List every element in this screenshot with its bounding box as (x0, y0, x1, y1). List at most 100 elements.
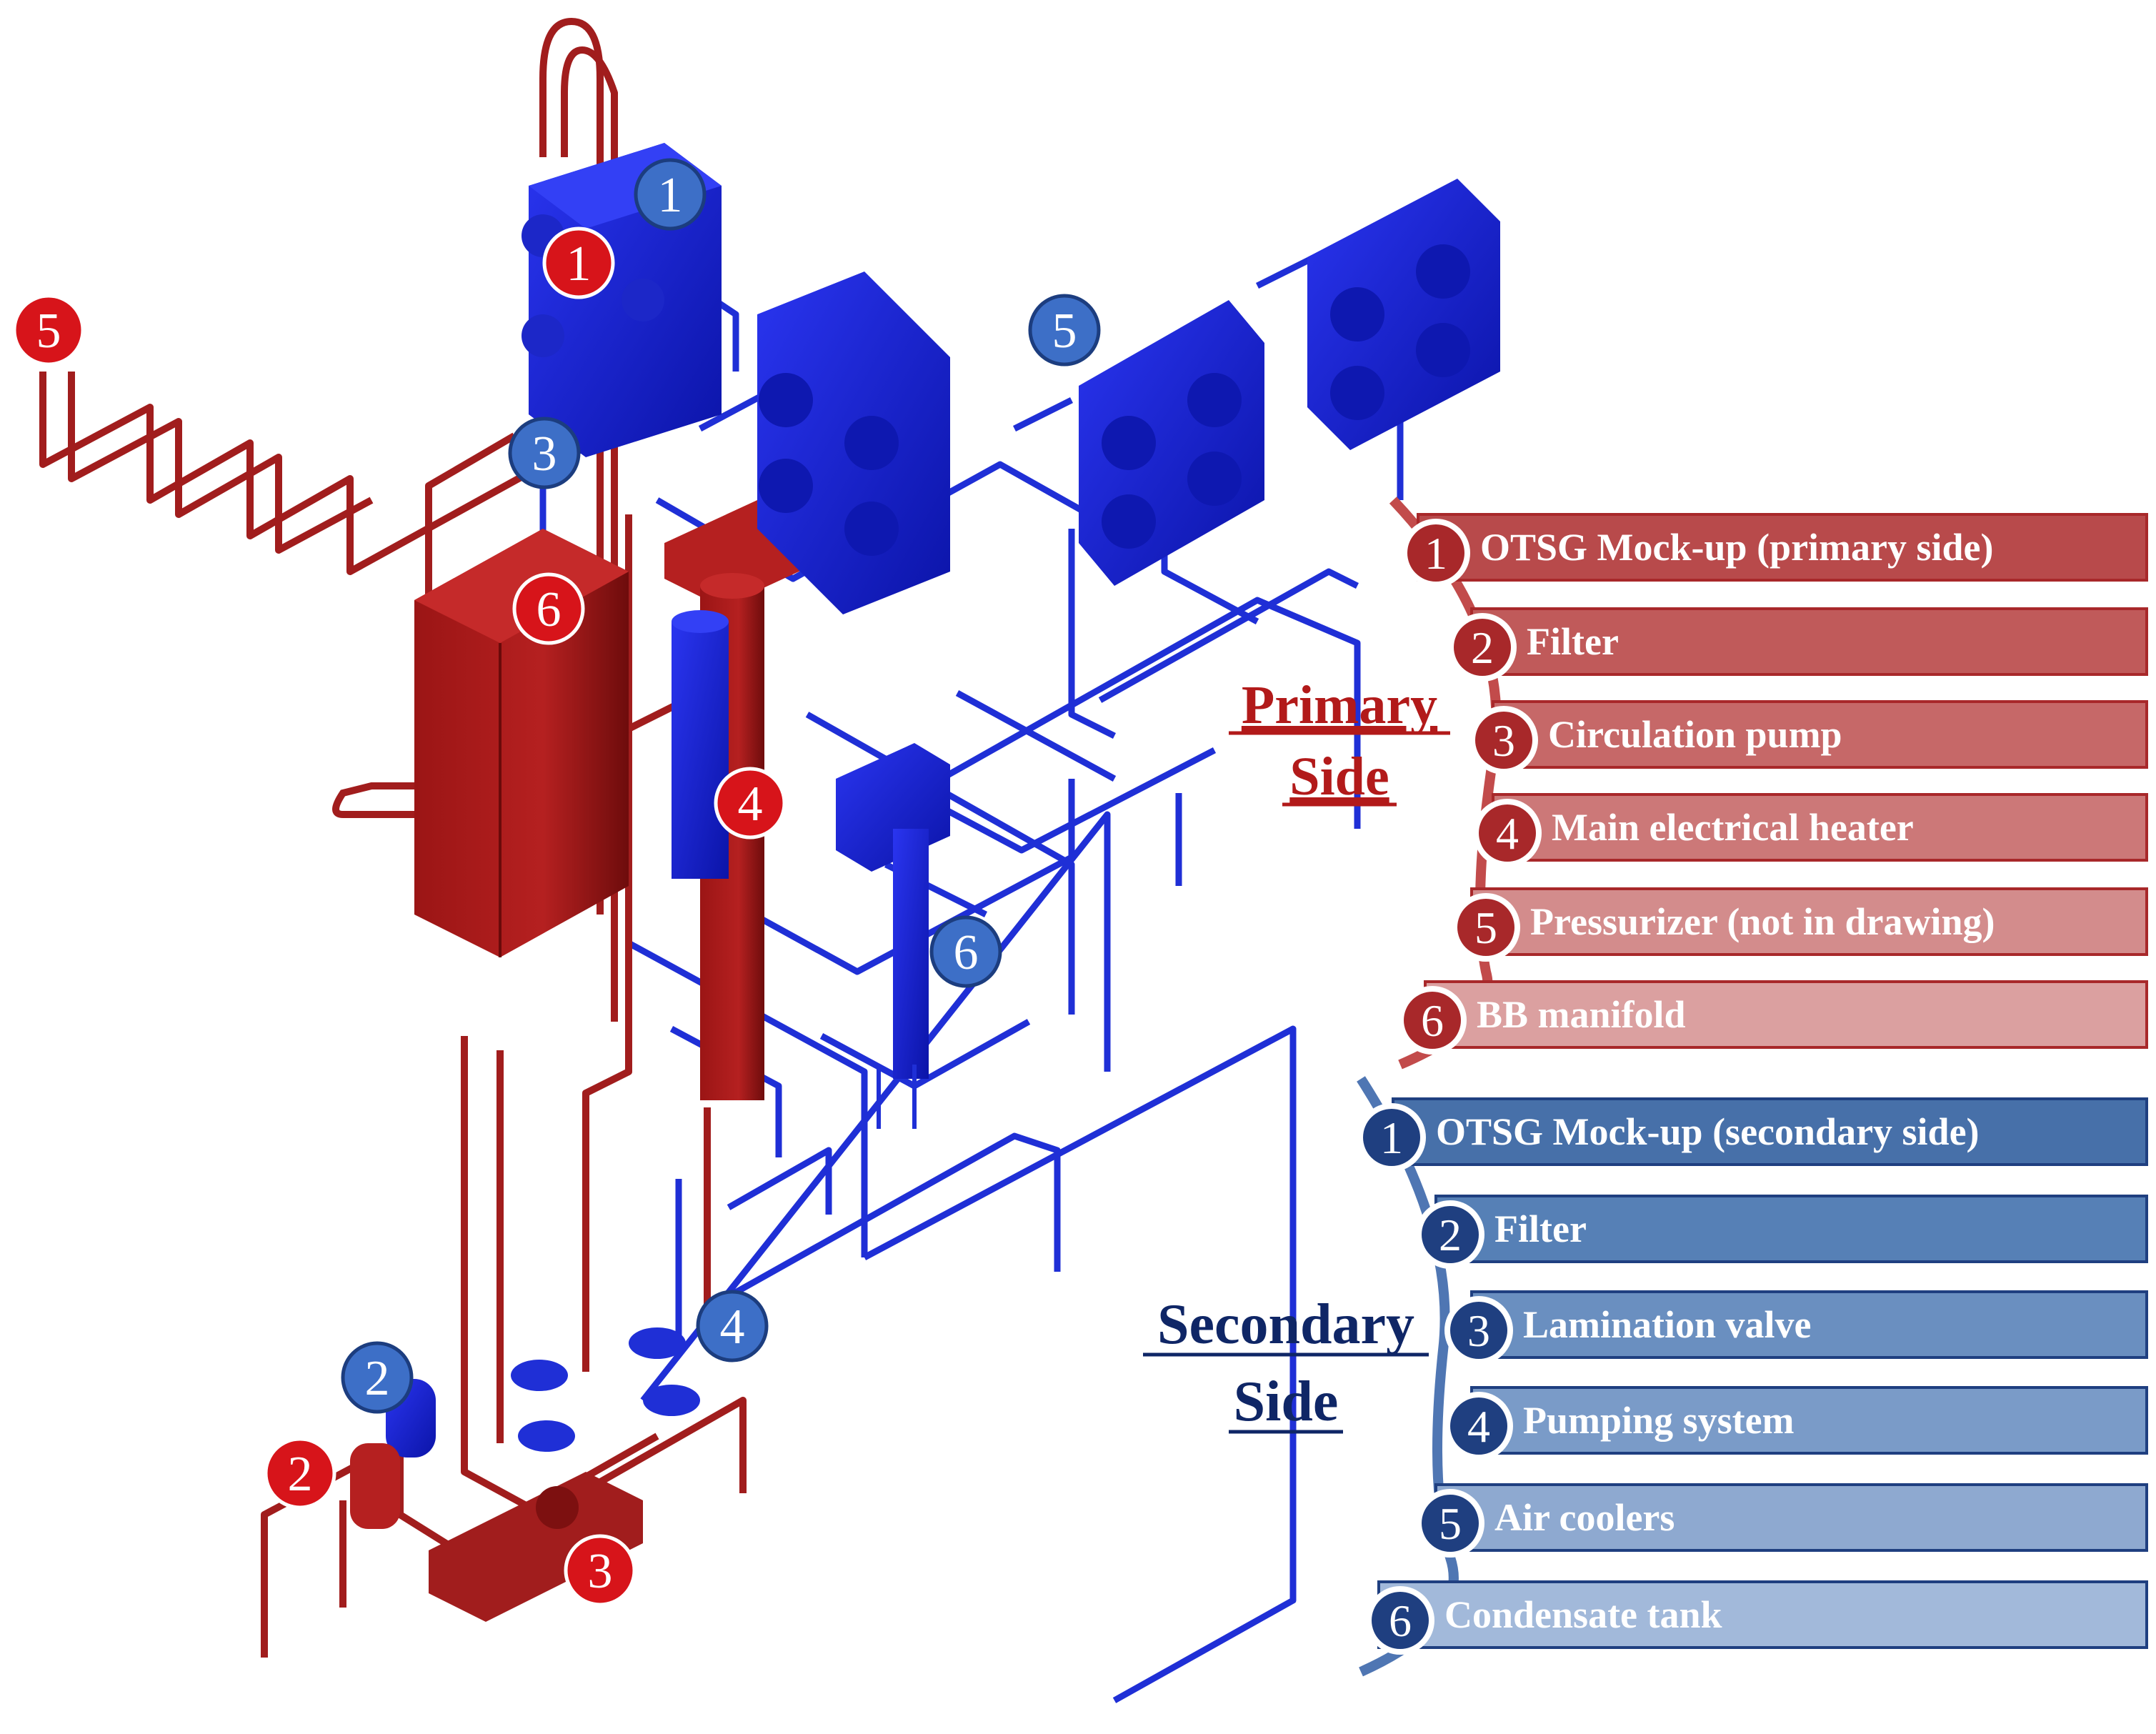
primary-marker-number: 6 (536, 582, 562, 637)
primary-legend-badge (1404, 992, 1461, 1049)
primary-legend-badge (1475, 712, 1532, 769)
secondary-marker-number: 5 (1052, 304, 1077, 359)
primary-legend-label: OTSG Mock-up (primary side) (1480, 526, 1994, 569)
secondary-legend-label: Filter (1494, 1207, 1587, 1250)
secondary-legend-badge (1422, 1206, 1479, 1263)
primary-legend-label: Main electrical heater (1552, 806, 1914, 849)
air-cooler-3 (1307, 179, 1500, 450)
secondary-side-title-line1: Secondary (1157, 1293, 1414, 1356)
primary-tank (332, 529, 629, 957)
secondary-marker-badge (508, 417, 581, 489)
primary-filter (350, 1443, 400, 1529)
secondary-marker-number: 4 (720, 1300, 745, 1355)
secondary-legend-badge (1450, 1302, 1507, 1359)
primary-marker-badge (564, 1534, 637, 1607)
primary-marker-badge (542, 226, 615, 299)
secondary-legend-number: 1 (1380, 1112, 1403, 1163)
primary-legend-label: Pressurizer (not in drawing) (1530, 900, 1995, 943)
secondary-legend-item: 5 Air coolers (1416, 1483, 2148, 1558)
secondary-legend-label: OTSG Mock-up (secondary side) (1436, 1110, 1980, 1153)
secondary-pumps (511, 1327, 700, 1452)
primary-legend-number: 6 (1421, 995, 1444, 1046)
secondary-legend-badge (1363, 1109, 1420, 1166)
secondary-legend-badge (1422, 1495, 1479, 1552)
air-cooler-2 (1079, 300, 1264, 586)
secondary-legend-bar (1377, 1580, 2148, 1649)
primary-marker-number: 3 (588, 1544, 613, 1599)
secondary-marker-badge (634, 158, 707, 231)
secondary-marker-2: 2 (341, 1341, 414, 1414)
primary-legend-label: BB manifold (1477, 993, 1686, 1036)
secondary-legend-number: 4 (1467, 1401, 1490, 1452)
primary-legend-item: 5 Pressurizer (not in drawing) (1452, 887, 2148, 962)
secondary-marker-1: 1 (634, 158, 707, 231)
secondary-marker-number: 3 (532, 427, 557, 482)
primary-legend-number: 3 (1492, 715, 1515, 766)
primary-marker-6: 6 (512, 572, 585, 645)
secondary-legend-number: 5 (1439, 1498, 1462, 1549)
secondary-legend-label: Air coolers (1494, 1496, 1675, 1539)
primary-marker-5: 5 (12, 294, 85, 367)
secondary-marker-number: 2 (365, 1351, 390, 1406)
secondary-marker-4: 4 (696, 1290, 769, 1362)
primary-marker-3: 3 (564, 1534, 637, 1607)
primary-legend-number: 4 (1496, 808, 1519, 859)
secondary-legend-item: 1 OTSG Mock-up (secondary side) (1357, 1097, 2148, 1172)
secondary-legend-label: Pumping system (1523, 1399, 1795, 1442)
primary-legend-badge (1479, 804, 1536, 862)
primary-legend-badge (1457, 899, 1514, 956)
primary-legend-number: 2 (1471, 622, 1494, 673)
plant-drawing (39, 18, 1500, 1703)
secondary-marker-badge (341, 1341, 414, 1414)
primary-marker-number: 5 (36, 304, 61, 359)
secondary-marker-5: 5 (1028, 294, 1101, 367)
secondary-marker-badge (929, 915, 1002, 988)
secondary-marker-number: 1 (658, 168, 683, 223)
primary-marker-1: 1 (542, 226, 615, 299)
primary-marker-2: 2 (264, 1437, 336, 1510)
primary-legend-bar (1492, 700, 2148, 769)
primary-legend-badge (1454, 619, 1511, 676)
primary-legend-number: 1 (1424, 528, 1447, 579)
primary-legend-item: 6 BB manifold (1398, 980, 2148, 1055)
primary-legend-item: 2 Filter (1448, 607, 2148, 682)
primary-side-title-line2: Side (1289, 747, 1389, 807)
secondary-legend-number: 2 (1439, 1210, 1462, 1260)
primary-marker-badge (264, 1437, 336, 1510)
secondary-legend-bar (1434, 1483, 2148, 1552)
drawing-markers: 1 2 3 4 5 6 1 2 3 4 5 6 (12, 158, 1101, 1607)
primary-legend-bar (1470, 607, 2148, 676)
primary-legend-bar (1417, 513, 2148, 582)
primary-legend-item: 3 Circulation pump (1469, 700, 2148, 774)
primary-marker-4: 4 (714, 767, 787, 839)
primary-legend-item: 4 Main electrical heater (1473, 793, 2148, 867)
secondary-legend-item: 2 Filter (1416, 1195, 2148, 1269)
secondary-marker-badge (1028, 294, 1101, 367)
primary-legend-badge (1407, 524, 1464, 582)
primary-marker-number: 2 (288, 1447, 313, 1502)
primary-marker-badge (714, 767, 787, 839)
secondary-legend-badge (1372, 1592, 1429, 1649)
primary-legend-number: 5 (1474, 902, 1497, 953)
primary-legend-label: Filter (1527, 620, 1619, 663)
secondary-marker-3: 3 (508, 417, 581, 489)
primary-pump (429, 1472, 643, 1622)
secondary-legend-bar (1392, 1097, 2148, 1166)
primary-marker-badge (12, 294, 85, 367)
secondary-legend-badge (1450, 1397, 1507, 1455)
primary-legend-list: 1 OTSG Mock-up (primary side) 2 Filter 3 Circ… (1398, 513, 2148, 1055)
air-cooler-1 (757, 271, 950, 614)
condensate-tank (836, 743, 950, 1129)
secondary-tower (672, 610, 729, 879)
secondary-marker-number: 6 (954, 925, 979, 980)
primary-marker-number: 1 (567, 236, 592, 292)
secondary-legend-label: Lamination valve (1523, 1303, 1812, 1346)
secondary-side-title-line2: Side (1234, 1370, 1339, 1433)
primary-legend-label: Circulation pump (1548, 713, 1842, 756)
primary-marker-badge (512, 572, 585, 645)
